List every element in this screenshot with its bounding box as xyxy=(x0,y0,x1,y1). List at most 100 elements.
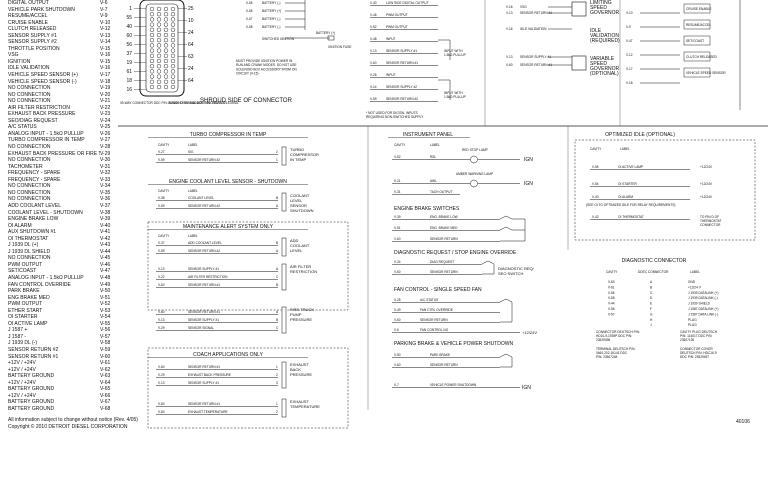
pin-function: +12V / +24V xyxy=(8,366,36,373)
cavity-header: CAVITY xyxy=(606,270,618,274)
diag-cavity-plug-note: P/N: 114017 DDC P/N: xyxy=(680,334,712,338)
diag-cover-note: CONNECTOR COVER xyxy=(680,347,713,351)
output-pin: V-48 xyxy=(370,37,377,41)
variable-governor-label: GOVERNOR xyxy=(590,66,620,72)
section-title: ENGINE BRAKE SWITCHES xyxy=(394,206,460,212)
sensor-device-label: AIR FILTER xyxy=(290,264,311,269)
pin-function: SENSOR RETURN #2 xyxy=(8,346,59,353)
pin-number: V-12 xyxy=(100,26,111,33)
fan-label: FAN CTRL OVERRIDE xyxy=(420,308,453,312)
connector-pin-label: 1 xyxy=(129,6,132,12)
pin-number: V-16 xyxy=(100,52,111,59)
pin-function: J 1939 DL SHIELD xyxy=(8,248,51,255)
cruise-switch-box xyxy=(683,3,711,14)
label-header: LABEL xyxy=(188,234,198,238)
instrument-label: TACH OUTPUT xyxy=(430,190,452,194)
pullup-wire xyxy=(438,79,451,100)
pin-number: V-42 xyxy=(100,235,111,242)
pin-function: COOLANT LEVEL - SHUTDOWN xyxy=(8,209,83,216)
pin-number: V-63 xyxy=(100,373,111,380)
section-label: SENSOR RETURN #2 xyxy=(188,158,220,162)
pin-number: V-7 xyxy=(100,6,108,13)
connector-cavity-letter: 1 xyxy=(276,365,278,369)
governor-label: VSG xyxy=(520,5,527,9)
pin-number: V-33 xyxy=(100,176,111,183)
section-label: SENSOR RETURN #1 xyxy=(188,283,220,287)
cavity-header: CAVITY xyxy=(590,147,602,151)
diag-terminal-note: 0460-202-16141 DDC xyxy=(596,351,628,355)
diag-conn-cavity: G xyxy=(650,312,653,316)
limiting-governor-label: GOVERNOR xyxy=(590,10,620,16)
label-header: LABEL xyxy=(620,147,630,151)
diag-conn-label: PLUG xyxy=(688,318,697,322)
connector-cavity xyxy=(156,69,162,74)
sensor-connector xyxy=(281,237,287,257)
park-pin: V-50 xyxy=(394,353,401,357)
cruise-switch-label: RESUME/ACCEL xyxy=(686,23,711,27)
instrument-label: AWL xyxy=(430,179,437,183)
connector-cavity xyxy=(156,32,162,38)
connector-cavity xyxy=(149,74,155,79)
connector-cavity xyxy=(170,6,176,12)
connector-pin-label: 55 xyxy=(126,15,132,21)
pin-function: VSG xyxy=(8,52,19,59)
park-ign-label: IGN xyxy=(522,385,531,391)
sensor-device-label: EXHAUST xyxy=(290,399,309,404)
pin-number: V-44 xyxy=(100,248,111,255)
connector-cavity-letter: B xyxy=(276,241,278,245)
pin-function: J 1587 + xyxy=(8,327,28,334)
connector-cavity xyxy=(163,74,169,79)
connector-cavity xyxy=(149,69,155,74)
pin-function: NO CONNECTION xyxy=(8,255,51,262)
diag-cavity-plug-note: CAVITY PLUG DEUTSCH xyxy=(680,330,718,334)
governor-label: SENSOR RETURN #1 xyxy=(520,11,552,15)
section-title: COACH APPLICATIONS ONLY xyxy=(193,352,263,358)
diag-cavity-plug-note: 23507136 xyxy=(680,338,694,342)
section-title: OPTIMIZED IDLE (OPTIONAL) xyxy=(605,132,675,138)
oi-supply-label: THERMOSTAT xyxy=(700,219,722,223)
pin-number: V-66 xyxy=(100,392,111,399)
pin-function: THROTTLE POSITION xyxy=(8,45,60,52)
sensor-device-label: PRESSURE xyxy=(290,317,312,322)
pin-function: SENSOR SUPPLY #2 xyxy=(8,39,57,46)
connector-cavity-letter: C xyxy=(276,275,279,279)
amber-warning-lamp-symbol xyxy=(470,179,478,188)
section-label: SENSOR SUPPLY #1 xyxy=(188,318,219,322)
pin-list-row: EXHAUST BACK PRESSURE OR FIRE TRUCK PUMP… xyxy=(8,151,116,158)
pin-number: V-21 xyxy=(100,98,111,105)
section-label: SENSOR RETURN #1 xyxy=(188,310,220,314)
pin-list-row: VEHICLE SPEED SENSOR (-)V-18 xyxy=(8,79,116,86)
connector-cavity xyxy=(149,43,155,48)
pin-number: V-10 xyxy=(100,19,111,26)
pin-number: V-53 xyxy=(100,307,111,314)
pin-number: V-17 xyxy=(100,72,111,79)
connector-cavity-letter: 2 xyxy=(276,150,278,154)
pin-number: V-23 xyxy=(100,111,111,118)
sensor-device-label: SENSOR xyxy=(290,203,307,208)
park-pin: V-60 xyxy=(394,363,401,367)
connector-cavity xyxy=(156,53,162,58)
pin-function: ENG BRAKE MED xyxy=(8,294,50,301)
power-note: SOLENOID BOX ACCESSORY FROM ON xyxy=(236,67,297,71)
connector-cavity xyxy=(149,32,155,38)
variable-governor-label: SPEED xyxy=(590,61,607,67)
pin-function: +12V / +24V xyxy=(8,379,36,386)
connector-cavity xyxy=(156,79,162,84)
pin-list-row: VEHICLE SPEED SENSOR (+)V-17 xyxy=(8,72,116,79)
pin-number: V-54 xyxy=(100,314,111,321)
sensor-device-label: PUMP xyxy=(290,312,302,317)
brake-switch-symbol xyxy=(499,226,525,231)
output-pin: V-40 xyxy=(370,1,377,5)
oi-label: OI ACTIVE LAMP xyxy=(618,165,643,169)
